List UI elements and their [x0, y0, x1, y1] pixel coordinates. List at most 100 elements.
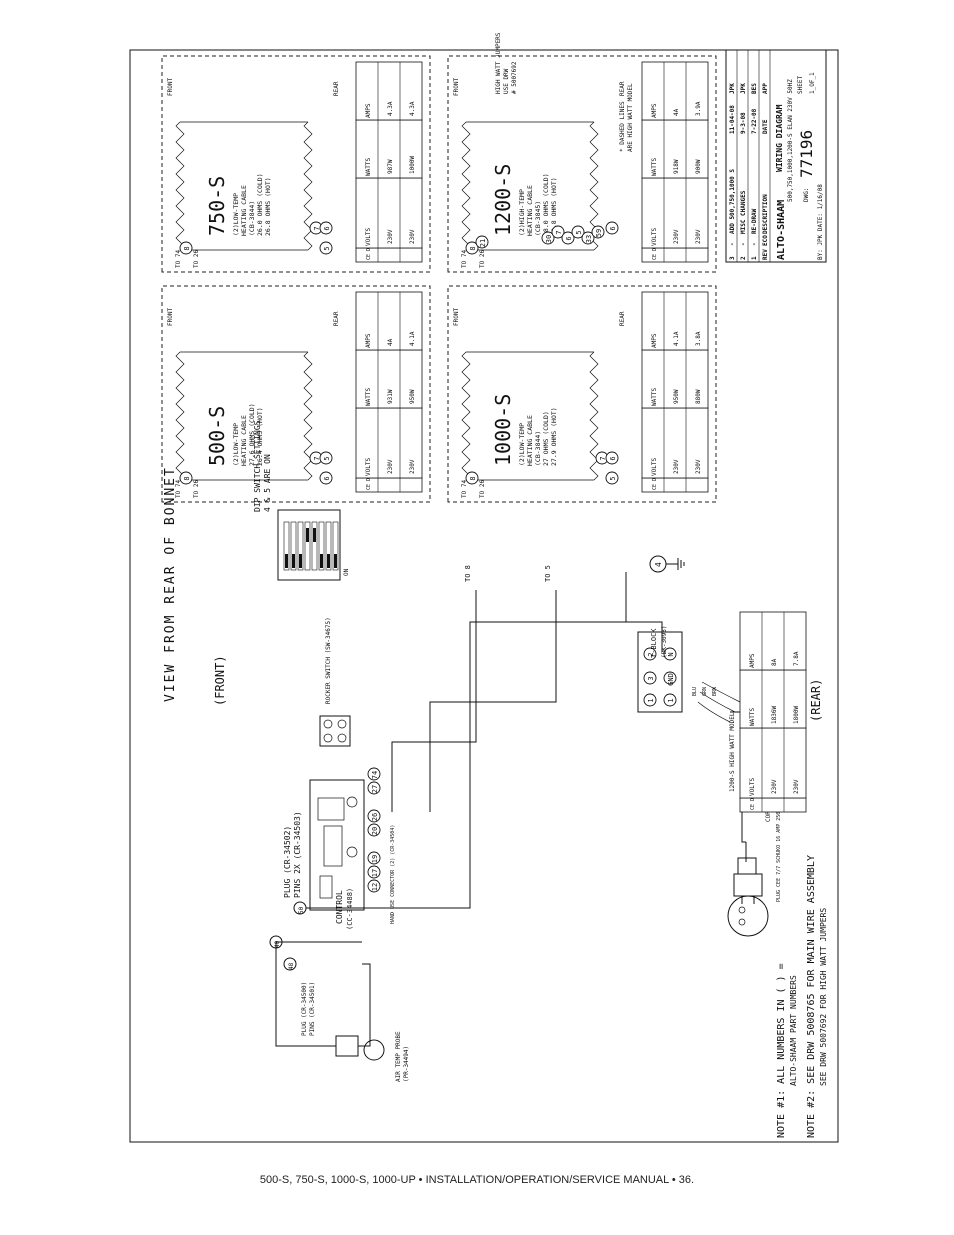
spec-cell: 900W [695, 159, 702, 174]
svg-text:59: 59 [595, 229, 603, 237]
rear-tag: REAR [619, 81, 626, 96]
model-desc-line: HEATING CABLE [240, 185, 248, 236]
rev-cell: MISC CHANGES [740, 190, 747, 234]
rev-cell: 11-04-08 [729, 105, 736, 134]
model-terminal-8: 8 [179, 241, 193, 255]
spec-cell: 3.8A [695, 331, 702, 346]
hw-cell: 230V [793, 779, 800, 794]
svg-text:74: 74 [371, 771, 379, 779]
rev-cell: RE-DRAW [751, 208, 758, 234]
rev-cell: DATE [762, 119, 769, 134]
svg-text:33: 33 [585, 235, 593, 243]
t-block-terminal-3: 1 [663, 693, 677, 707]
hw-header: AMPS [749, 653, 756, 668]
spec-header: VOLTS [651, 458, 658, 476]
model-desc-line: 28.8 OHMS (HOT) [550, 177, 558, 236]
dwg-label: DWG: [803, 188, 810, 202]
svg-text:7: 7 [555, 230, 563, 234]
svg-text:30: 30 [545, 235, 553, 243]
control-plug-label: PLUG (CR-34502) [283, 826, 292, 898]
svg-text:5: 5 [609, 476, 617, 480]
hw-header: VOLTS [749, 778, 756, 796]
model-desc-line: (CB-3844) [534, 431, 542, 466]
t-block-terminal-1: 3 [643, 671, 657, 685]
model-desc-line: 27.6 OHMS (COLD) [248, 403, 256, 466]
model-terminal-6: 6 [605, 221, 619, 235]
note-2: NOTE #2: SEE DRW 5008765 FOR MAIN WIRE A… [806, 855, 817, 1138]
front-label: (FRONT) [213, 655, 227, 706]
model-name: 1000-S [491, 394, 515, 466]
probe-label: AIR TEMP PROBE [395, 1031, 402, 1082]
rev-cell: ADD 500,750,1000 S [729, 169, 736, 234]
svg-text:12: 12 [371, 883, 379, 891]
svg-text:8: 8 [469, 246, 477, 250]
t-block-label: T-BLOCK [650, 628, 658, 658]
note-2-detail: SEE DRW 5007692 FOR HIGH WATT JUMPERS [819, 908, 828, 1086]
model-desc-line: HEATING CABLE [526, 415, 534, 466]
plug-cord-label: PLUG CEE 7/7 SCHUKO 16 AMP 250V GROUNDED [776, 782, 782, 902]
spec-cell: 230V [695, 229, 702, 244]
t-block-terminal-5: N [663, 647, 677, 661]
rear-tag: REAR [333, 311, 340, 326]
dashed-note: ARE HIGH WATT MODEL [627, 83, 634, 152]
spec-cell: 230V [409, 229, 416, 244]
dip-toggle-2 [292, 554, 295, 568]
t-block-terminal-4: GND [663, 671, 677, 686]
spec-cell: 4A [673, 108, 680, 116]
svg-text:6: 6 [323, 226, 331, 230]
model-terminal-59: 59 [591, 225, 605, 239]
model-terminal-6: 6 [319, 221, 333, 235]
svg-text:8: 8 [183, 476, 191, 480]
spec-header: AMPS [365, 333, 372, 348]
t-block-terminal-2: 2 [643, 647, 657, 661]
hw-cell: 8A [771, 658, 778, 666]
dip-on-label: ON [343, 568, 350, 576]
wire-color-brn: BRN [712, 687, 718, 696]
wire-id-50: 50 [298, 906, 305, 914]
wire-to-5 [429, 590, 557, 812]
spec-cell: 4.1A [673, 331, 680, 346]
spec-header: WATTS [651, 158, 658, 176]
probe-pins-label: PINS (CR-34501) [309, 982, 316, 1036]
to-26-label: TO 26 [479, 480, 486, 498]
spec-header: AMPS [365, 103, 372, 118]
control-terminal-17: 17 [367, 865, 381, 879]
spec-cell: 950W [673, 389, 680, 404]
control-name: CONTROL [335, 890, 344, 924]
spec-cell: 931W [387, 389, 394, 404]
svg-text:1: 1 [647, 698, 655, 702]
dip-toggle-8 [334, 554, 337, 568]
dwg-number: 77196 [797, 130, 816, 178]
jumper-note: # 5007692 [511, 61, 518, 94]
diagram-type: WIRING DIAGRAM [775, 104, 784, 172]
spec-cell: 230V [673, 229, 680, 244]
spec-header: VOLTS [365, 228, 372, 246]
dashed-note: * DASHED LINES [619, 101, 626, 152]
model-desc-line: 27.9 OHMS (HOT) [550, 407, 558, 466]
product-line: 500,750,1000,1200-S ELAN 230V 50HZ [787, 79, 794, 202]
spec-cell: 4.3A [387, 101, 394, 116]
spec-cell: 3.9A [695, 101, 702, 116]
jumper-note: HIGH WATT JUMPERS [495, 32, 502, 94]
sheet-number: 1_OF_1 [809, 72, 816, 94]
rev-cell: BES [751, 83, 758, 94]
air-temp-probe: PLUG (CR-34500) PINS (CR-34501) AIR TEMP… [269, 621, 626, 1082]
svg-text:6: 6 [565, 236, 573, 240]
wire-id-40: 40 [274, 940, 281, 948]
model-terminal-6: 6 [319, 471, 333, 485]
control-board: PLUG (CR-34502) PINS 2X (CR-34503) CONTR… [283, 779, 396, 930]
dip-note: 4 & 5 ARE ON [263, 454, 272, 512]
control-terminal-27: 27 [367, 781, 381, 795]
rev-cell: JPK [740, 83, 747, 94]
dip-toggle-4 [306, 528, 309, 542]
svg-text:N: N [667, 652, 675, 656]
by-date: BY: JPK DATE: 1/16/08 [817, 184, 824, 260]
model-name: 750-S [205, 176, 229, 236]
spec-cell: 230V [387, 229, 394, 244]
